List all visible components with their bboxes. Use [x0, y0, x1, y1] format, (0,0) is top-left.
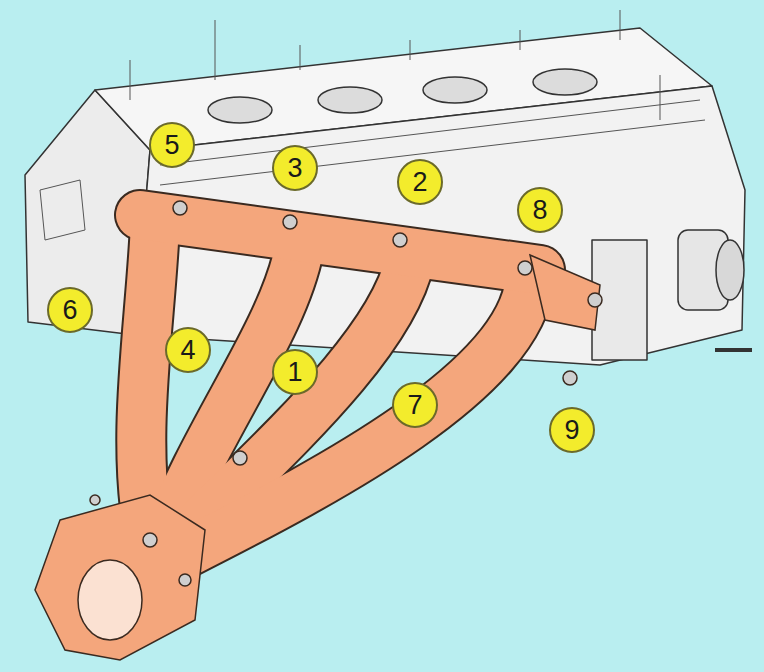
callout-circle: 8: [517, 187, 563, 233]
callout-circle: 9: [549, 407, 595, 453]
callout-circle: 3: [272, 145, 318, 191]
callout-number: 6: [62, 297, 77, 324]
callout-number: 1: [287, 359, 302, 386]
callout-circle: 4: [165, 327, 211, 373]
callout-number: 5: [164, 132, 179, 159]
callout-number: 7: [407, 392, 422, 419]
callout-circle: 5: [149, 122, 195, 168]
callout-number: 3: [287, 155, 302, 182]
callout-number: 9: [564, 417, 579, 444]
callout-circle: 2: [397, 159, 443, 205]
callout-circle: 1: [272, 349, 318, 395]
callout-circle: 7: [392, 382, 438, 428]
callout-circle: 6: [47, 287, 93, 333]
callout-number: 4: [180, 337, 195, 364]
callout-number: 8: [532, 197, 547, 224]
callout-number: 2: [412, 169, 427, 196]
